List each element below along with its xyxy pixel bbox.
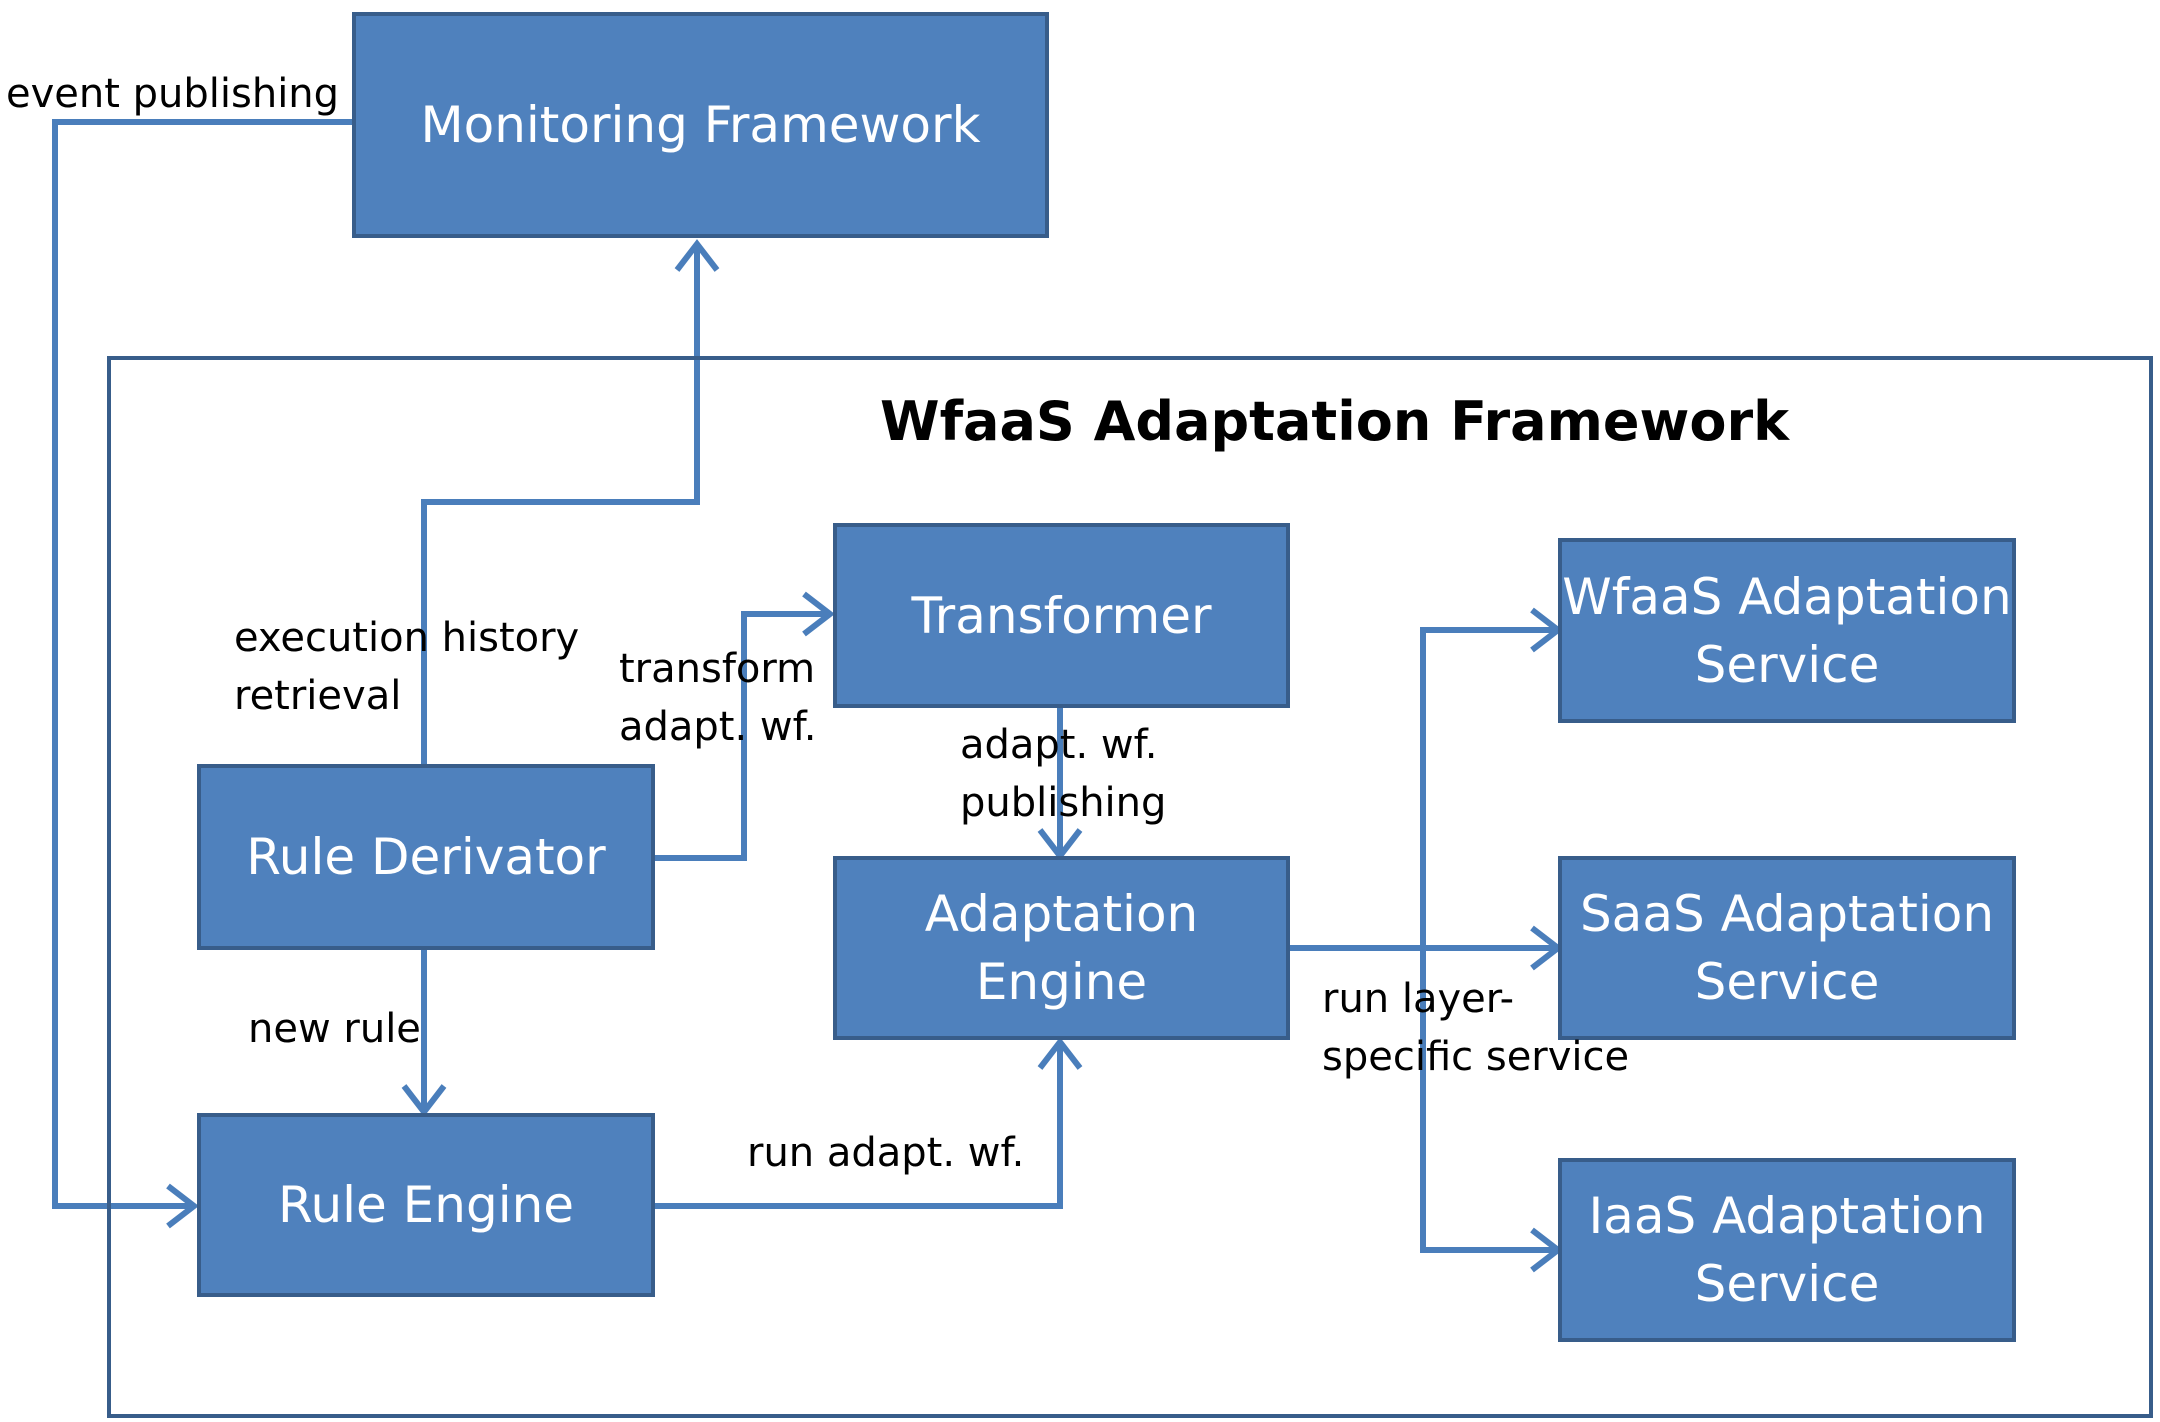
connector-event-publishing <box>52 119 352 1209</box>
arrowhead-run-adapt <box>1037 1037 1083 1070</box>
framework-title: WfaaS Adaptation Framework <box>880 390 1790 453</box>
label-adapt-publishing: adapt. wf. publishing <box>960 722 1167 826</box>
adaptation-framework-boundary <box>107 356 2153 1418</box>
rule-derivator-box: Rule Derivator <box>197 764 655 950</box>
connector-execution-history <box>421 248 700 764</box>
label-run-adapt: run adapt. wf. <box>747 1130 1025 1176</box>
connector-transform <box>655 611 826 861</box>
rule-engine-box: Rule Engine <box>197 1113 655 1297</box>
arrowhead-event-publishing <box>166 1183 199 1229</box>
transformer-box: Transformer <box>833 523 1290 708</box>
monitoring-framework-box: Monitoring Framework <box>352 12 1049 238</box>
connector-run-adapt <box>655 1046 1063 1209</box>
iaas-adaptation-service-box: IaaS Adaptation Service <box>1558 1158 2016 1342</box>
adaptation-engine-box: Adaptation Engine <box>833 856 1290 1040</box>
label-event-publishing: event publishing <box>6 71 340 117</box>
label-transform: transform adapt. wf. <box>619 646 817 750</box>
wfaas-adaptation-service-box: WfaaS Adaptation Service <box>1558 538 2016 723</box>
arrowhead-transform <box>802 591 835 637</box>
connector-run-layer-branch <box>1420 627 1554 1253</box>
arrowhead-execution-history <box>674 239 720 272</box>
label-new-rule: new rule <box>248 1006 421 1052</box>
label-execution-history: execution history retrieval <box>234 615 580 719</box>
saas-adaptation-service-box: SaaS Adaptation Service <box>1558 856 2016 1040</box>
label-run-layer: run layer- specific service <box>1322 976 1630 1080</box>
arrowhead-new-rule <box>401 1084 447 1117</box>
